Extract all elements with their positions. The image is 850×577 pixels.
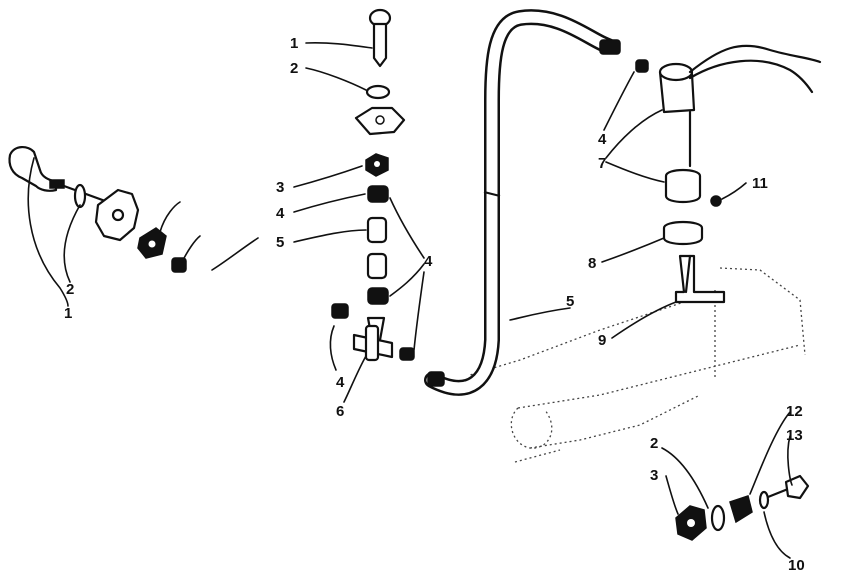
callout-11: 11 bbox=[752, 175, 768, 192]
callout-4-pump: 4 bbox=[598, 131, 607, 148]
callout-3-lower: 3 bbox=[650, 467, 658, 484]
fuel-hose-left bbox=[171, 257, 349, 319]
fuel-pump bbox=[635, 44, 822, 168]
callout-1-left: 1 bbox=[64, 305, 72, 322]
primer-assembly-top bbox=[354, 8, 406, 342]
callout-2-lower: 2 bbox=[650, 435, 658, 452]
primer-assembly-left bbox=[8, 146, 167, 259]
callout-7: 7 bbox=[598, 155, 606, 172]
callout-5-right: 5 bbox=[566, 293, 574, 310]
callout-4: 4 bbox=[276, 205, 285, 222]
callout-labels: 1 2 3 4 5 4 1 2 4 6 4 7 5 8 9 11 12 13 2… bbox=[64, 35, 805, 574]
callout-8: 8 bbox=[588, 255, 596, 272]
tee-fitting bbox=[352, 324, 415, 362]
leader-lines bbox=[27, 42, 793, 559]
callout-3: 3 bbox=[276, 179, 284, 196]
callout-4-center: 4 bbox=[424, 253, 433, 270]
fuel-hose-right bbox=[424, 9, 621, 396]
callout-4-lower: 4 bbox=[336, 374, 345, 391]
pump-bracket-parts bbox=[662, 168, 726, 304]
callout-5: 5 bbox=[276, 234, 284, 251]
callout-2-top: 2 bbox=[290, 60, 298, 77]
callout-9: 9 bbox=[598, 332, 606, 349]
callout-1-top: 1 bbox=[290, 35, 298, 52]
callout-6: 6 bbox=[336, 403, 344, 420]
callout-13: 13 bbox=[786, 427, 803, 444]
callout-10: 10 bbox=[788, 557, 805, 574]
callout-12: 12 bbox=[786, 403, 803, 420]
frame-outline bbox=[469, 267, 806, 463]
callout-2-left: 2 bbox=[66, 281, 74, 298]
